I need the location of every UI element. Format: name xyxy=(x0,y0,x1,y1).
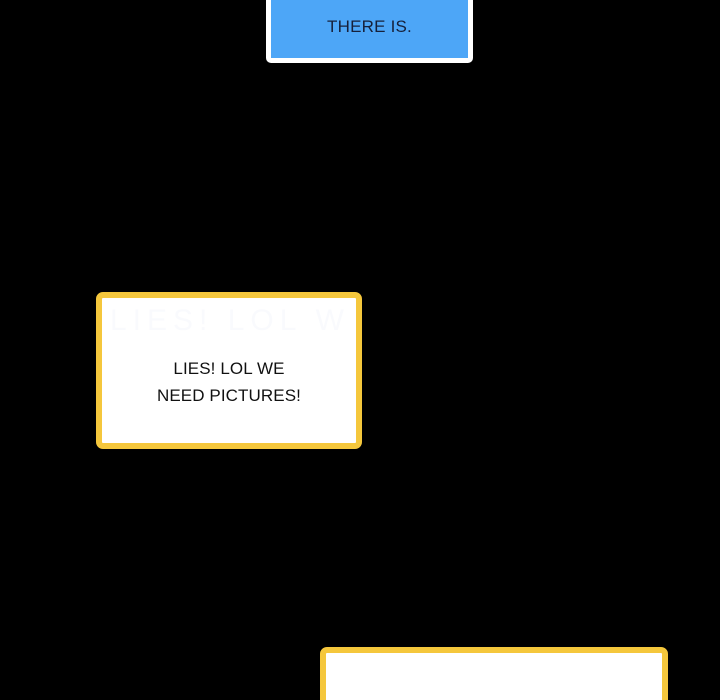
card-bottom-yellow[interactable] xyxy=(320,647,668,700)
card-top-blue[interactable]: THERE IS. xyxy=(266,0,473,63)
card-top-blue-text: THERE IS. xyxy=(327,17,412,37)
card-middle-yellow[interactable]: LIES! LOL WE LIES! LOL WE NEED PICTURES! xyxy=(96,292,362,449)
card-middle-yellow-text: LIES! LOL WE NEED PICTURES! xyxy=(156,359,302,405)
